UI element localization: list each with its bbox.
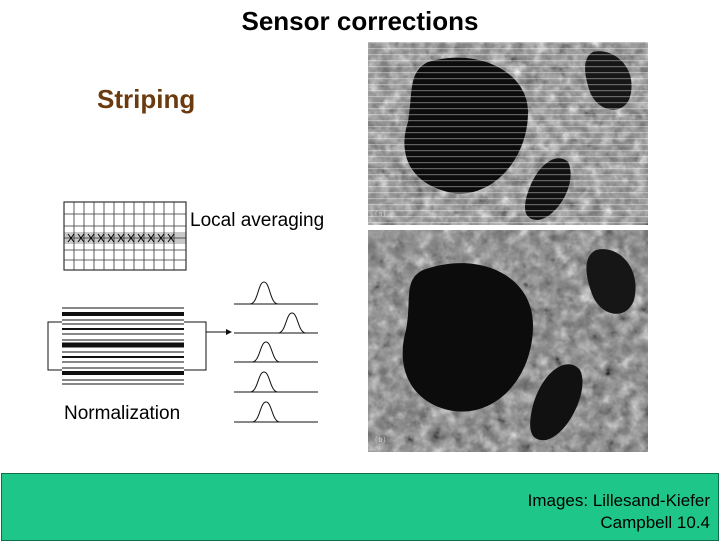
normalization-label: Normalization: [64, 403, 181, 424]
striped-bars-diagram: [42, 304, 232, 393]
local-averaging-diagram: [62, 200, 190, 279]
image-tag-b: (b): [374, 436, 387, 444]
section-heading: Striping: [97, 84, 196, 114]
credit-line-1: Images: Lillesand-Kiefer: [527, 491, 710, 510]
corrected-satellite-image: (b): [368, 230, 648, 452]
slide-title: Sensor corrections: [241, 6, 479, 36]
image-tag-a: (a): [374, 210, 387, 218]
image-credit: Images: Lillesand-Kiefer Campbell 10.4: [528, 490, 710, 534]
local-averaging-label: Local averaging: [190, 210, 325, 231]
histogram-curves: [232, 280, 322, 431]
footer-band: Images: Lillesand-Kiefer Campbell 10.4: [1, 473, 719, 541]
striped-satellite-image: (a): [368, 42, 648, 225]
credit-line-2: Campbell 10.4: [600, 513, 710, 532]
